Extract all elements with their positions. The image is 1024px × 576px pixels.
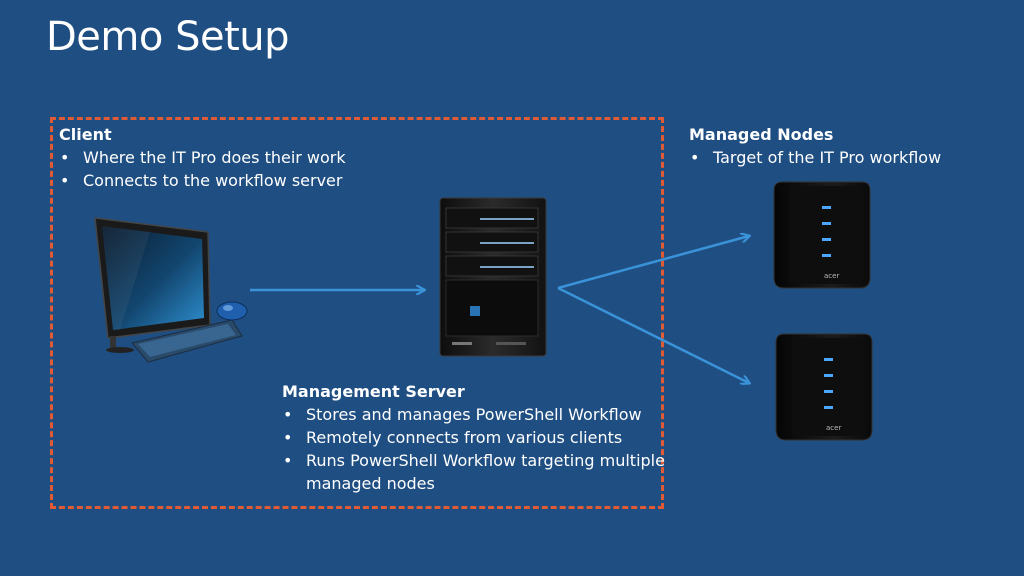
node-server-icon: acer	[773, 181, 871, 289]
managed-nodes-bullet: Target of the IT Pro workflow	[689, 146, 941, 169]
client-server-group-boundary	[50, 117, 664, 509]
management-server-bullet-list: Stores and manages PowerShell Workflow R…	[282, 403, 672, 495]
client-heading: Client	[59, 125, 112, 144]
keyboard-icon	[131, 319, 243, 363]
tower-server-icon	[439, 197, 547, 357]
node-server-icon: acer	[775, 333, 873, 441]
management-server-text-block: Management Server Stores and manages Pow…	[282, 380, 672, 495]
client-bullet: Where the IT Pro does their work	[59, 146, 346, 169]
client-bullet: Connects to the workflow server	[59, 169, 346, 192]
management-server-heading: Management Server	[282, 382, 465, 401]
management-server-bullet: Remotely connects from various clients	[282, 426, 672, 449]
managed-nodes-heading: Managed Nodes	[689, 125, 834, 144]
management-server-bullet: Stores and manages PowerShell Workflow	[282, 403, 672, 426]
server-to-node-2-arrow	[557, 286, 749, 383]
client-bullet-list: Where the IT Pro does their work Connect…	[59, 146, 346, 192]
mouse-icon	[216, 301, 248, 321]
node-brand-logo: acer	[824, 272, 839, 280]
node-brand-logo: acer	[826, 424, 841, 432]
desktop-computer-icon	[94, 217, 211, 353]
managed-nodes-text-block: Managed Nodes Target of the IT Pro workf…	[689, 123, 941, 169]
managed-nodes-bullet-list: Target of the IT Pro workflow	[689, 146, 941, 169]
server-to-node-1-arrow	[557, 236, 749, 290]
client-text-block: Client Where the IT Pro does their work …	[59, 123, 346, 192]
management-server-bullet: Runs PowerShell Workflow targeting multi…	[282, 449, 672, 495]
slide-title: Demo Setup	[46, 14, 290, 60]
